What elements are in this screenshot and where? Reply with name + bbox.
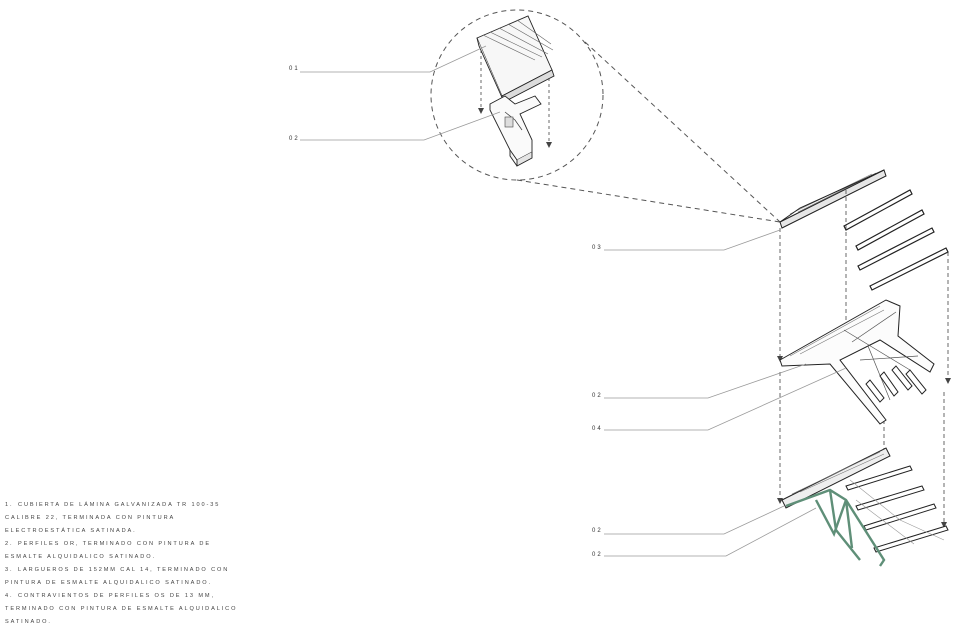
- layer-purlins: [843, 189, 949, 291]
- layer-frame: [779, 299, 935, 425]
- note-text: Largueros de 152mm cal 14, terminado con…: [5, 567, 230, 586]
- note-item: 2.Perfiles OR, terminado con pintura de …: [5, 538, 245, 564]
- detail-roof-sheet: [476, 15, 555, 103]
- callout-label-02d: 02: [592, 552, 603, 558]
- callout-label-03: 03: [592, 245, 603, 251]
- note-text: Contravientos de perfiles OS de 13 mm, t…: [5, 593, 238, 625]
- note-text: Cubierta de lámina galvanizada TR 100-35…: [5, 502, 221, 534]
- callout-label-02c: 02: [592, 528, 603, 534]
- note-item: 1.Cubierta de lámina galvanizada TR 100-…: [5, 499, 245, 538]
- note-number: 1.: [5, 502, 14, 508]
- callout-label-01: 01: [289, 66, 300, 72]
- callout-label-02a: 02: [289, 136, 300, 142]
- note-item: 3.Largueros de 152mm cal 14, terminado c…: [5, 564, 245, 590]
- layer-roof-sheet: [779, 169, 887, 229]
- note-number: 3.: [5, 567, 14, 573]
- detail-callout-bubble: [430, 9, 781, 223]
- callout-label-04: 04: [592, 426, 603, 432]
- note-number: 4.: [5, 593, 14, 599]
- detail-arrowheads: [478, 108, 552, 148]
- layer-assembly-braces: [785, 488, 886, 567]
- callout-label-02b: 02: [592, 393, 603, 399]
- layer-assembly: [781, 447, 949, 553]
- note-item: 4.Contravientos de perfiles OS de 13 mm,…: [5, 590, 245, 629]
- detail-assembly-arrows: [480, 50, 550, 144]
- note-number: 2.: [5, 541, 14, 547]
- detail-profile: [489, 95, 542, 167]
- note-text: Perfiles OR, terminado con pintura de es…: [5, 541, 211, 560]
- assembly-arrowheads: [777, 356, 951, 528]
- material-notes: 1.Cubierta de lámina galvanizada TR 100-…: [5, 499, 245, 629]
- leader-lines: [300, 45, 847, 557]
- assembly-lines: [779, 190, 949, 524]
